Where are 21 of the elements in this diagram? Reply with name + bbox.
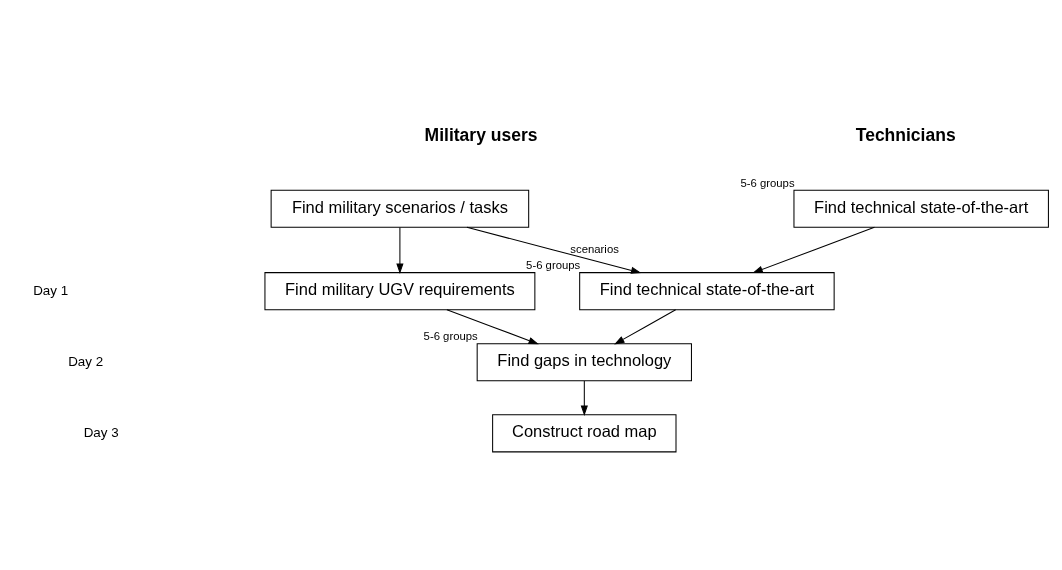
arrow [396, 226, 404, 274]
node-box: Find military UGV requirements [264, 271, 536, 310]
arrow [752, 226, 875, 273]
arrow [580, 380, 588, 416]
label: Day 3 [83, 424, 119, 440]
node-box: Construct road map [492, 413, 677, 452]
arrow [446, 308, 539, 344]
node-box: Find military scenarios / tasks [270, 189, 530, 228]
node-box: Find technical state-of-the-art [793, 189, 1049, 228]
edge-label: scenarios [570, 242, 619, 255]
arrow [614, 308, 677, 344]
label: Day 1 [33, 282, 69, 298]
node-label: 5-6 groups [526, 258, 581, 271]
node-label: 5-6 groups [423, 329, 478, 342]
node-label: 5-6 groups [740, 176, 795, 189]
label: Military users [424, 124, 538, 145]
node-box: Find technical state-of-the-art [579, 271, 835, 310]
label: Technicians [855, 124, 956, 145]
arrow [466, 226, 642, 274]
label: Day 2 [68, 353, 104, 369]
node-box: Find gaps in technology [476, 342, 692, 381]
